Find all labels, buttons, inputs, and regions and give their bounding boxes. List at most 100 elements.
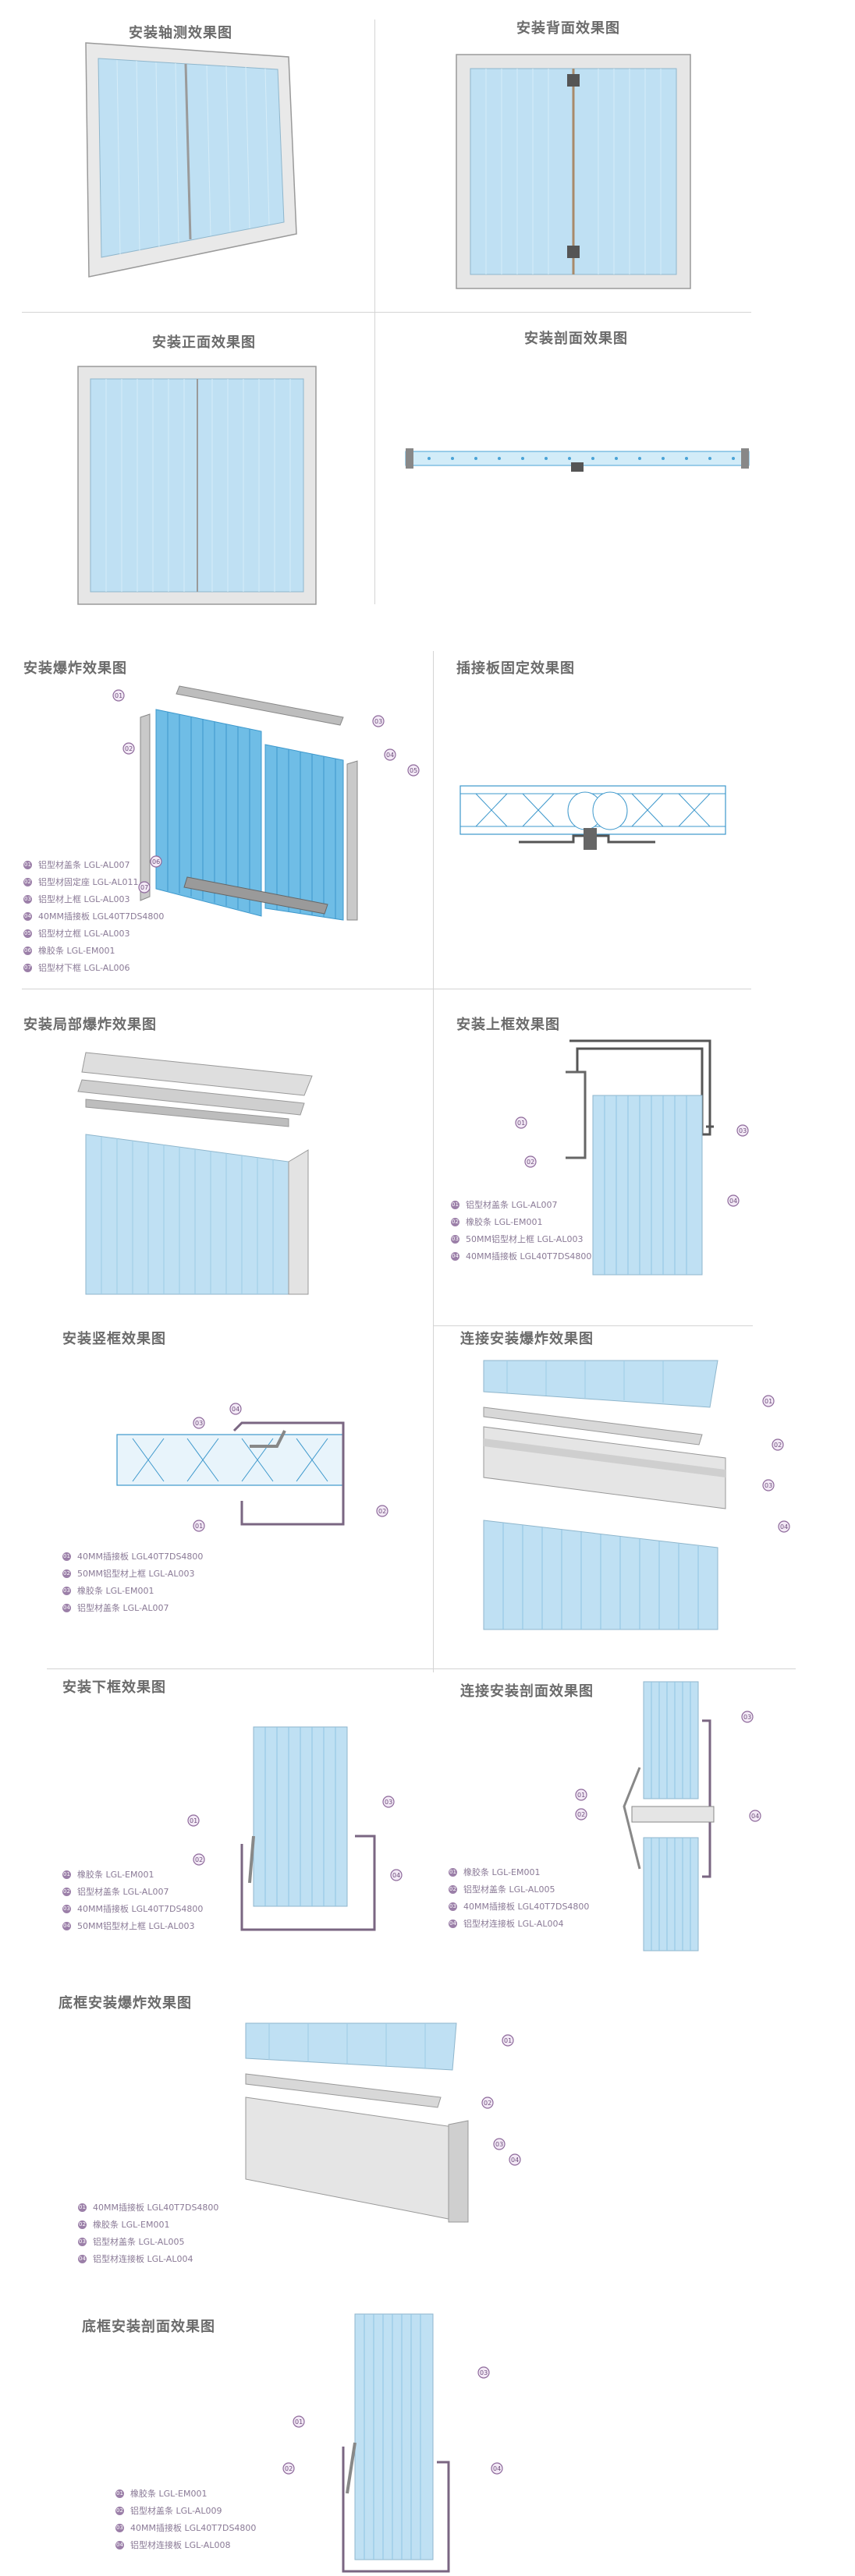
svg-text:01: 01	[115, 692, 122, 699]
svg-text:05: 05	[410, 767, 417, 774]
connect-exploded-title: 连接安装爆炸效果图	[460, 1331, 594, 1347]
svg-text:02: 02	[125, 745, 133, 752]
svg-text:04: 04	[729, 1198, 737, 1205]
svg-text:03: 03	[495, 2141, 503, 2148]
plug-view-figure	[459, 785, 726, 850]
svg-text:02: 02	[577, 1811, 585, 1818]
bottom-frame-figure: 01 02 03 04	[187, 1726, 403, 1931]
svg-text:02: 02	[774, 1442, 782, 1449]
front-view-figure	[77, 366, 317, 605]
divider-vertical-2	[433, 651, 434, 1672]
svg-text:03: 03	[195, 1420, 203, 1427]
base-section-figure: 01 02 03 04	[282, 2313, 503, 2573]
svg-text:03: 03	[743, 1714, 751, 1721]
base-exploded-title: 底框安装爆炸效果图	[59, 1995, 192, 2012]
vertical-frame-figure: 03 04 02 01	[116, 1403, 388, 1532]
bottom-frame-title: 安装下框效果图	[62, 1679, 166, 1696]
top-frame-title: 安装上框效果图	[456, 1017, 560, 1033]
divider-horizontal-1	[22, 312, 751, 313]
svg-text:02: 02	[378, 1508, 386, 1515]
vertical-frame-title: 安装竖框效果图	[62, 1331, 166, 1347]
partial-exploded-figure	[77, 1052, 313, 1295]
exploded-view-title: 安装爆炸效果图	[23, 660, 127, 677]
svg-text:07: 07	[140, 884, 148, 891]
svg-text:01: 01	[504, 2037, 512, 2044]
base-exploded-figure: 01 02 03 04	[245, 2022, 521, 2223]
svg-text:04: 04	[392, 1872, 400, 1879]
svg-text:01: 01	[195, 1523, 203, 1530]
back-view-title: 安装背面效果图	[516, 20, 620, 37]
front-view-title: 安装正面效果图	[152, 334, 256, 351]
svg-text:04: 04	[751, 1813, 759, 1820]
axis-view-figure	[85, 42, 297, 278]
svg-text:02: 02	[285, 2465, 293, 2472]
svg-text:06: 06	[152, 858, 160, 865]
section-view-figure	[405, 448, 750, 472]
svg-text:03: 03	[739, 1127, 747, 1134]
svg-text:04: 04	[232, 1406, 239, 1413]
top-frame-figure: 01 02 03 04	[515, 1039, 749, 1276]
partial-exploded-title: 安装局部爆炸效果图	[23, 1017, 157, 1033]
svg-text:01: 01	[295, 2419, 303, 2426]
divider-horizontal-3	[433, 1325, 753, 1326]
svg-text:01: 01	[517, 1120, 525, 1127]
svg-text:04: 04	[511, 2157, 519, 2164]
svg-text:03: 03	[480, 2369, 488, 2376]
svg-text:02: 02	[484, 2100, 491, 2107]
svg-text:02: 02	[527, 1159, 534, 1166]
connect-exploded-figure: 01 02 03 04	[483, 1360, 790, 1630]
connect-section-title: 连接安装剖面效果图	[460, 1683, 594, 1700]
exploded-callouts: 01 02 03 04 05 06 07	[112, 689, 420, 893]
svg-text:04: 04	[386, 752, 394, 759]
svg-text:03: 03	[374, 718, 382, 725]
svg-text:04: 04	[780, 1523, 788, 1530]
plug-view-title: 插接板固定效果图	[456, 660, 575, 677]
svg-text:03: 03	[385, 1799, 392, 1806]
section-view-title: 安装剖面效果图	[524, 331, 628, 347]
divider-horizontal-4	[47, 1668, 796, 1669]
back-view-figure	[456, 54, 691, 289]
svg-text:01: 01	[765, 1398, 772, 1405]
connect-section-figure: 01 02 03 04	[575, 1681, 761, 1951]
svg-text:04: 04	[493, 2465, 501, 2472]
svg-text:01: 01	[190, 1817, 197, 1824]
svg-text:02: 02	[195, 1856, 203, 1863]
base-section-title: 底框安装剖面效果图	[82, 2319, 215, 2335]
